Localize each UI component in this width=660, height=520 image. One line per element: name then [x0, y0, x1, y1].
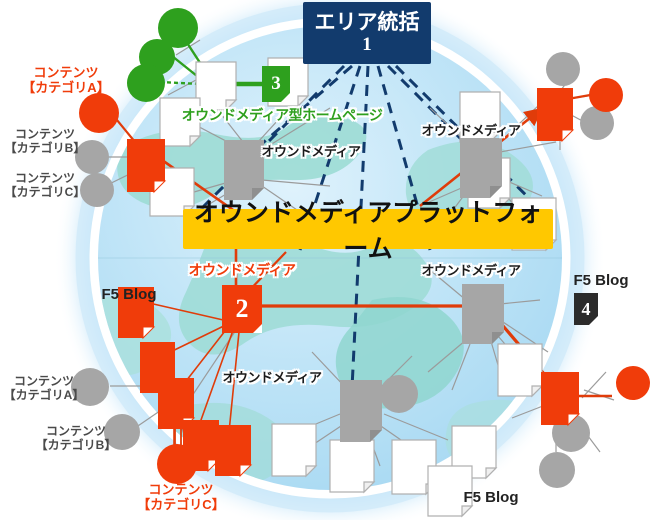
area-control-number: 1 [362, 33, 372, 55]
node-4-number: 4 [581, 298, 591, 319]
platform-banner-label: オウンドメディアプラットフォーム [193, 199, 543, 263]
orange-circle [616, 366, 650, 400]
gray-circle [546, 52, 580, 86]
map-label-owned-media-mid-right: オウンドメディア [421, 263, 521, 278]
fold-corner-icon [281, 93, 290, 102]
map-label-owned-media-homepage: オウンドメディア型ホームページ [181, 107, 383, 123]
area-control-title: エリア統括 [314, 11, 420, 35]
gray-circles [71, 52, 614, 488]
gray-circle [104, 414, 140, 450]
orange-square-nodes [118, 88, 581, 478]
content-label-category-c-top: コンテンツ 【カテゴリC】 [4, 171, 86, 199]
map-label-owned-media-upper-left: オウンドメディア [261, 144, 361, 159]
node-3-box[interactable]: 3 [262, 66, 290, 102]
gray-circle [580, 106, 614, 140]
gray-map-nodes [224, 138, 504, 442]
node-2-number: 2 [235, 294, 249, 323]
gray-circle [380, 375, 418, 413]
platform-banner[interactable]: オウンドメディアプラットフォーム [183, 199, 553, 263]
content-label-category-a-bottom: コンテンツ 【カテゴリA】 [3, 374, 85, 402]
green-circles [127, 8, 198, 102]
document-icons [149, 57, 558, 518]
green-circle [127, 64, 165, 102]
node-2-box[interactable]: 2 [222, 285, 262, 333]
content-label-category-b-bottom: コンテンツ 【カテゴリB】 [35, 424, 117, 452]
gray-circle [539, 452, 575, 488]
orange-circle [79, 93, 119, 133]
fold-corner-icon [253, 324, 262, 333]
content-label-category-c-bottom: コンテンツ 【カテゴリC】 [137, 482, 225, 512]
area-control-banner[interactable]: エリア統括 1 [303, 2, 431, 64]
gray-circle [80, 173, 114, 207]
node-3-number: 3 [271, 73, 281, 94]
green-circle [158, 8, 198, 48]
map-label-owned-media-node2: オウンドメディア [188, 262, 296, 278]
content-label-category-a-top: コンテンツ 【カテゴリA】 [22, 65, 110, 95]
gray-circle [75, 140, 109, 174]
f5-blog-label-left: F5 Blog [101, 286, 157, 303]
f5-blog-label-right: F5 Blog [573, 272, 629, 289]
node-4-box[interactable]: 4 [574, 293, 598, 325]
gray-circle [71, 368, 109, 406]
map-label-owned-media-bottom: オウンドメディア [222, 370, 322, 385]
f5-blog-label-bottom: F5 Blog [463, 489, 519, 506]
orange-circle [589, 78, 623, 112]
map-label-owned-media-upper-right: オウンドメディア [421, 123, 521, 138]
content-label-category-b-top: コンテンツ 【カテゴリB】 [4, 127, 86, 155]
fold-corner-icon [589, 316, 598, 325]
